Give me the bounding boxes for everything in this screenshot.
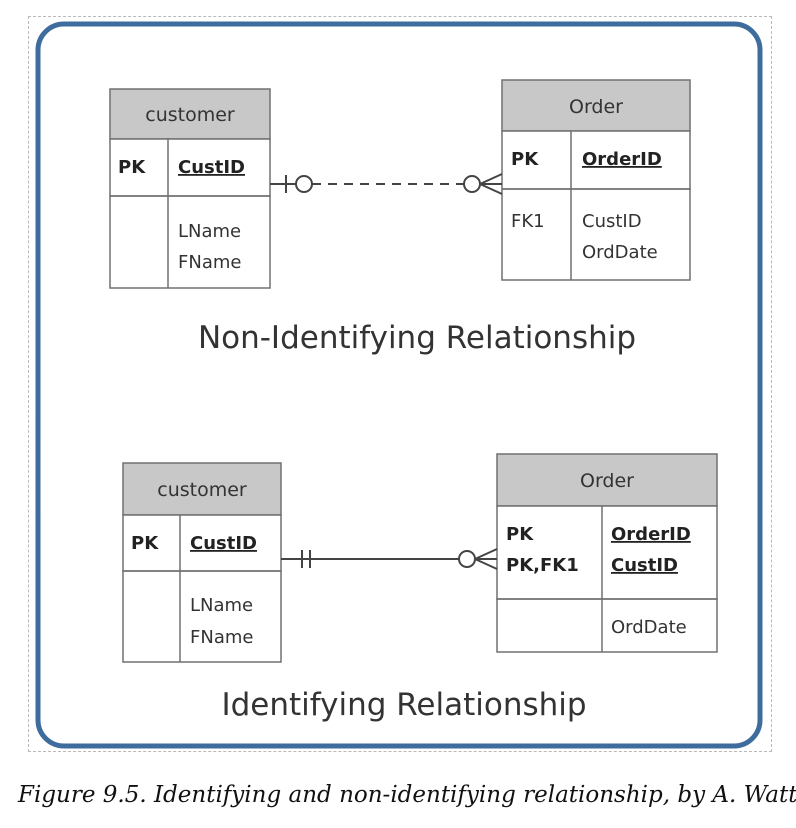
entity-customer-1: customer PK CustID LName FName [109, 88, 271, 289]
cardinality-zero-circle-left [295, 175, 313, 193]
entity-customer-2-attr-lname: LName [190, 595, 253, 616]
crowfoot-bottom [474, 558, 498, 570]
entity-customer-1-title: customer [145, 104, 235, 126]
entity-order-1-fk-label: FK1 [511, 211, 545, 232]
entity-order-2-attr-orddate: OrdDate [611, 617, 687, 638]
entity-customer-1-attr-fname: FName [178, 252, 241, 273]
entity-order-2-title: Order [580, 470, 634, 492]
cardinality-zero-circle-right [463, 175, 481, 193]
connector-identifying [281, 548, 498, 570]
entity-order-1-attr-custid: CustID [582, 211, 642, 232]
entity-customer-2-attr-fname: FName [190, 627, 253, 648]
relationship-label-non-identifying: Non-Identifying Relationship [198, 320, 636, 356]
figure-caption: Figure 9.5. Identifying and non-identify… [18, 782, 796, 808]
figure-dotted-frame [28, 16, 772, 752]
entity-order-2: Order PK PK,FK1 OrderID CustID OrdDate [496, 453, 718, 653]
crowfoot-top [479, 173, 503, 185]
entity-order-2-pk-field-orderid: OrderID [611, 524, 691, 545]
entity-customer-2-pk-field: CustID [190, 533, 257, 554]
entity-customer-2-title: customer [157, 479, 247, 501]
crowfoot-bottom [479, 183, 503, 195]
cardinality-zero-circle [458, 550, 476, 568]
entity-order-1-pk-label: PK [511, 149, 539, 170]
identifying-group: customer PK CustID LName FName Order PK … [122, 453, 718, 723]
connector-non-identifying [270, 173, 503, 195]
entity-order-2-pkfk-label: PK,FK1 [506, 555, 579, 576]
entity-customer-1-attr-lname: LName [178, 221, 241, 242]
entity-order-1-attr-orddate: OrdDate [582, 242, 658, 263]
crowfoot-top [474, 548, 498, 560]
relationship-label-identifying: Identifying Relationship [221, 687, 586, 723]
entity-customer-1-pk-label: PK [118, 157, 146, 178]
non-identifying-group: customer PK CustID LName FName Order PK … [109, 79, 691, 356]
entity-customer-2: customer PK CustID LName FName [122, 462, 282, 663]
entity-order-2-pk-label: PK [506, 524, 534, 545]
entity-customer-2-pk-label: PK [131, 533, 159, 554]
entity-order-1: Order PK OrderID FK1 CustID OrdDate [501, 79, 691, 281]
entity-order-2-pk-field-custid: CustID [611, 555, 678, 576]
entity-customer-1-pk-field: CustID [178, 157, 245, 178]
entity-order-1-title: Order [569, 96, 623, 118]
entity-order-1-pk-field: OrderID [582, 149, 662, 170]
